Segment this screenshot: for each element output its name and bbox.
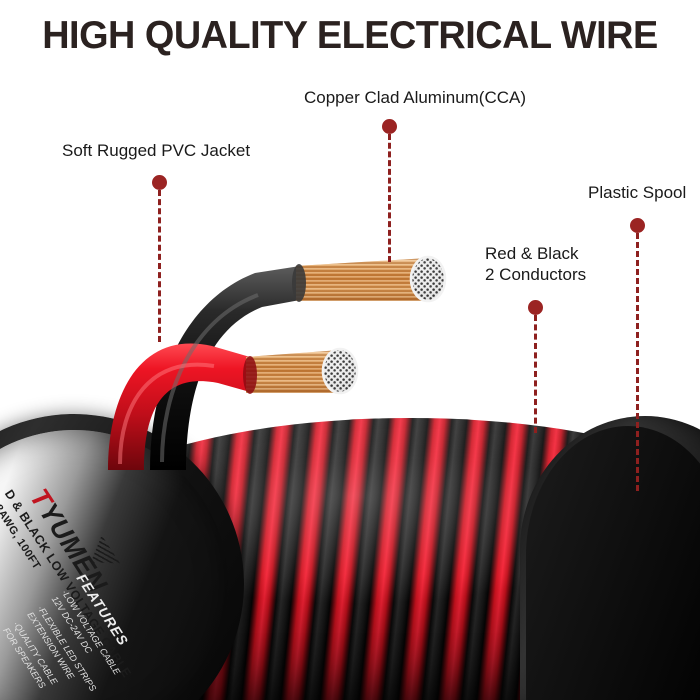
leader-dot-cca — [382, 119, 397, 134]
callout-label-pvc-jacket: Soft Rugged PVC Jacket — [62, 141, 251, 160]
leader-dot-pvc-jacket — [152, 175, 167, 190]
leader-dot-plastic-spool — [630, 218, 645, 233]
leader-dot-two-conductors — [528, 300, 543, 315]
callout-label-plastic-spool: Plastic Spool — [588, 183, 687, 202]
leader-line-cca — [388, 134, 391, 262]
spool-flange-right — [520, 416, 700, 700]
red-wire-jacket — [108, 343, 250, 470]
callout-label-cca: Copper Clad Aluminum(CCA) — [304, 88, 527, 107]
page-title: HIGH QUALITY ELECTRICAL WIRE — [42, 14, 658, 57]
leader-line-two-conductors — [534, 315, 537, 433]
leader-line-plastic-spool — [636, 233, 639, 491]
callout-label-two-conductors: Red & Black 2 Conductors — [485, 244, 587, 284]
black-wire-jacket — [150, 266, 300, 470]
leader-line-pvc-jacket — [158, 190, 161, 342]
